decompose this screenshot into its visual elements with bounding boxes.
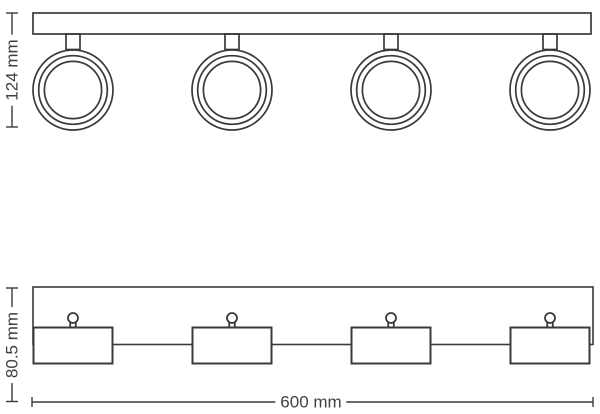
spot-front-2 bbox=[191, 33, 273, 131]
stem-3 bbox=[383, 33, 399, 51]
spot-head-side-3 bbox=[350, 326, 432, 365]
side-view bbox=[32, 286, 594, 365]
spot-ring-middle-3 bbox=[355, 54, 427, 126]
spot-ring-middle-2 bbox=[196, 54, 268, 126]
spot-front-1 bbox=[32, 33, 114, 131]
stem-2 bbox=[224, 33, 240, 51]
spot-ring-inner-2 bbox=[202, 60, 262, 120]
spot-head-side-4 bbox=[509, 326, 591, 365]
spot-ring-inner-3 bbox=[361, 60, 421, 120]
dimension-label-side-height: 80.5 mm bbox=[1, 306, 23, 384]
dimension-label-front-height: 124 mm bbox=[1, 34, 23, 106]
spot-ring-middle-1 bbox=[37, 54, 109, 126]
spot-head-side-2 bbox=[191, 326, 273, 365]
spot-head-side-1 bbox=[32, 326, 114, 365]
spot-ring-inner-4 bbox=[520, 60, 580, 120]
spot-ring-inner-1 bbox=[43, 60, 103, 120]
spot-front-3 bbox=[350, 33, 432, 131]
stem-4 bbox=[542, 33, 558, 51]
mounting-bar-side bbox=[32, 286, 594, 346]
spot-front-4 bbox=[509, 33, 591, 131]
mounting-bar-front bbox=[32, 12, 592, 35]
mounting-hooks bbox=[67, 312, 556, 329]
dimension-label-overall-width: 600 mm bbox=[275, 391, 347, 413]
spot-ring-middle-4 bbox=[514, 54, 586, 126]
front-view bbox=[32, 12, 592, 131]
side-heads bbox=[32, 326, 591, 365]
stem-1 bbox=[65, 33, 81, 51]
